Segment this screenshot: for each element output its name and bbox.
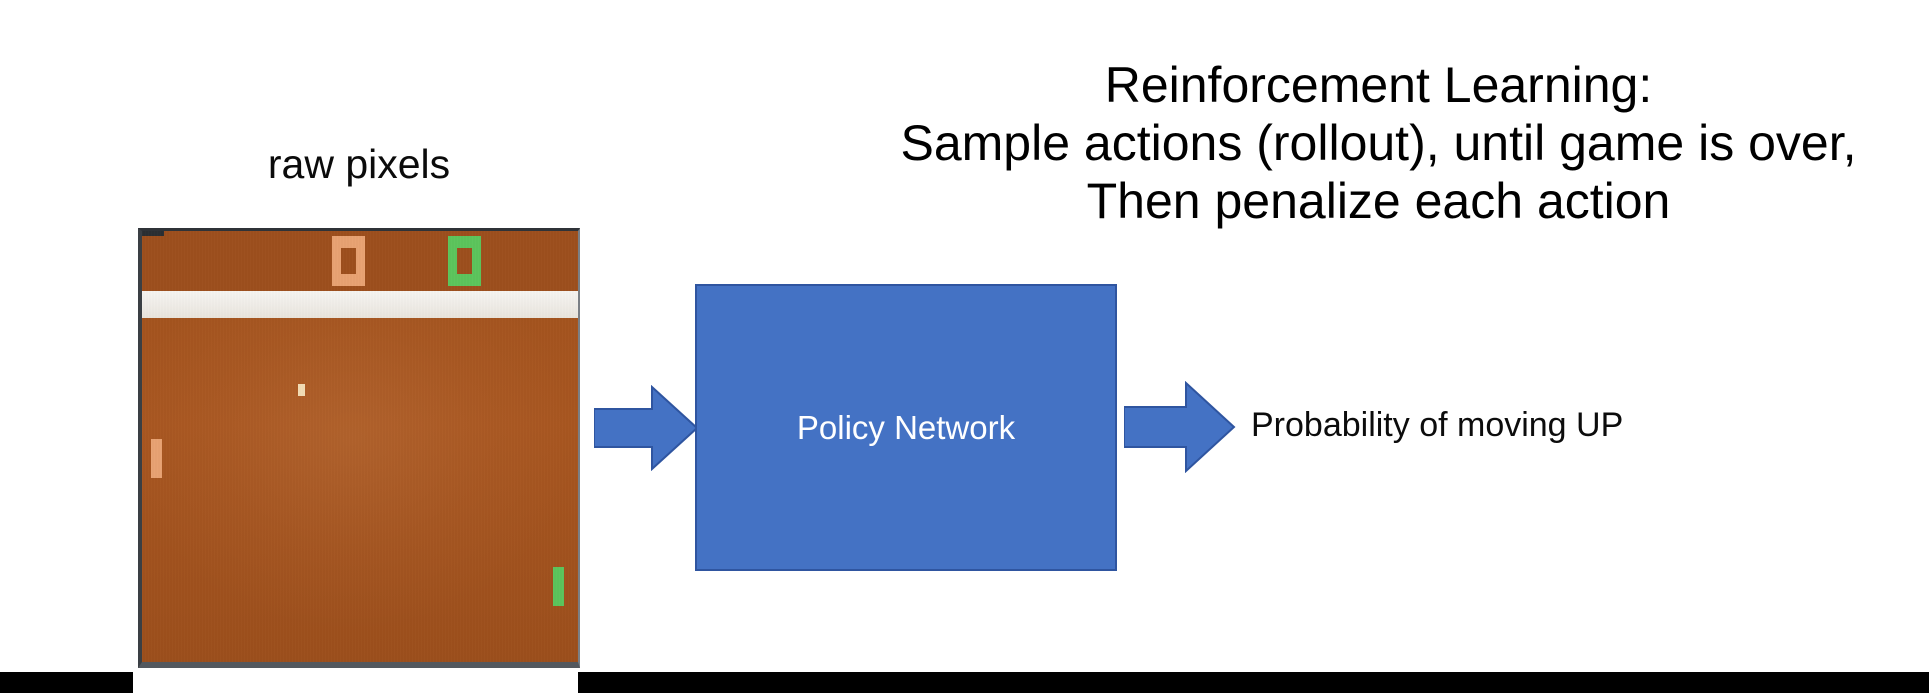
input-right-block-arrow-icon	[594, 385, 698, 471]
policy-network-label: Policy Network	[796, 408, 1016, 446]
headline-line-2: Sample actions (rollout), until game is …	[900, 115, 1857, 171]
headline-line-3: Then penalize each action	[1086, 173, 1671, 229]
output-caption: Probability of moving UP	[1251, 406, 1624, 444]
pong-score-left	[332, 236, 365, 286]
pong-right-paddle	[553, 567, 564, 606]
digit-segment-right	[356, 236, 365, 286]
pong-corner-marker	[142, 231, 164, 236]
headline-block: Reinforcement Learning: Sample actions (…	[828, 56, 1929, 230]
pong-left-paddle	[151, 439, 162, 478]
digit-zero-glyph-right	[448, 236, 481, 286]
pong-divider-bar	[142, 291, 578, 318]
headline-line-1: Reinforcement Learning:	[1104, 57, 1653, 113]
digit-zero-glyph-left	[332, 236, 365, 286]
raw-pixels-caption: raw pixels	[267, 141, 451, 187]
letterbox-bar-left	[0, 672, 133, 693]
pong-score-right	[448, 236, 481, 286]
pong-ball	[298, 384, 305, 396]
policy-network-box[interactable]: Policy Network	[695, 284, 1117, 571]
digit-segment-left	[448, 236, 457, 286]
letterbox-bar-right	[578, 672, 1929, 693]
digit-segment-right	[472, 236, 481, 286]
digit-segment-left	[332, 236, 341, 286]
output-right-block-arrow-icon	[1124, 381, 1236, 473]
pong-game-frame	[138, 228, 580, 668]
